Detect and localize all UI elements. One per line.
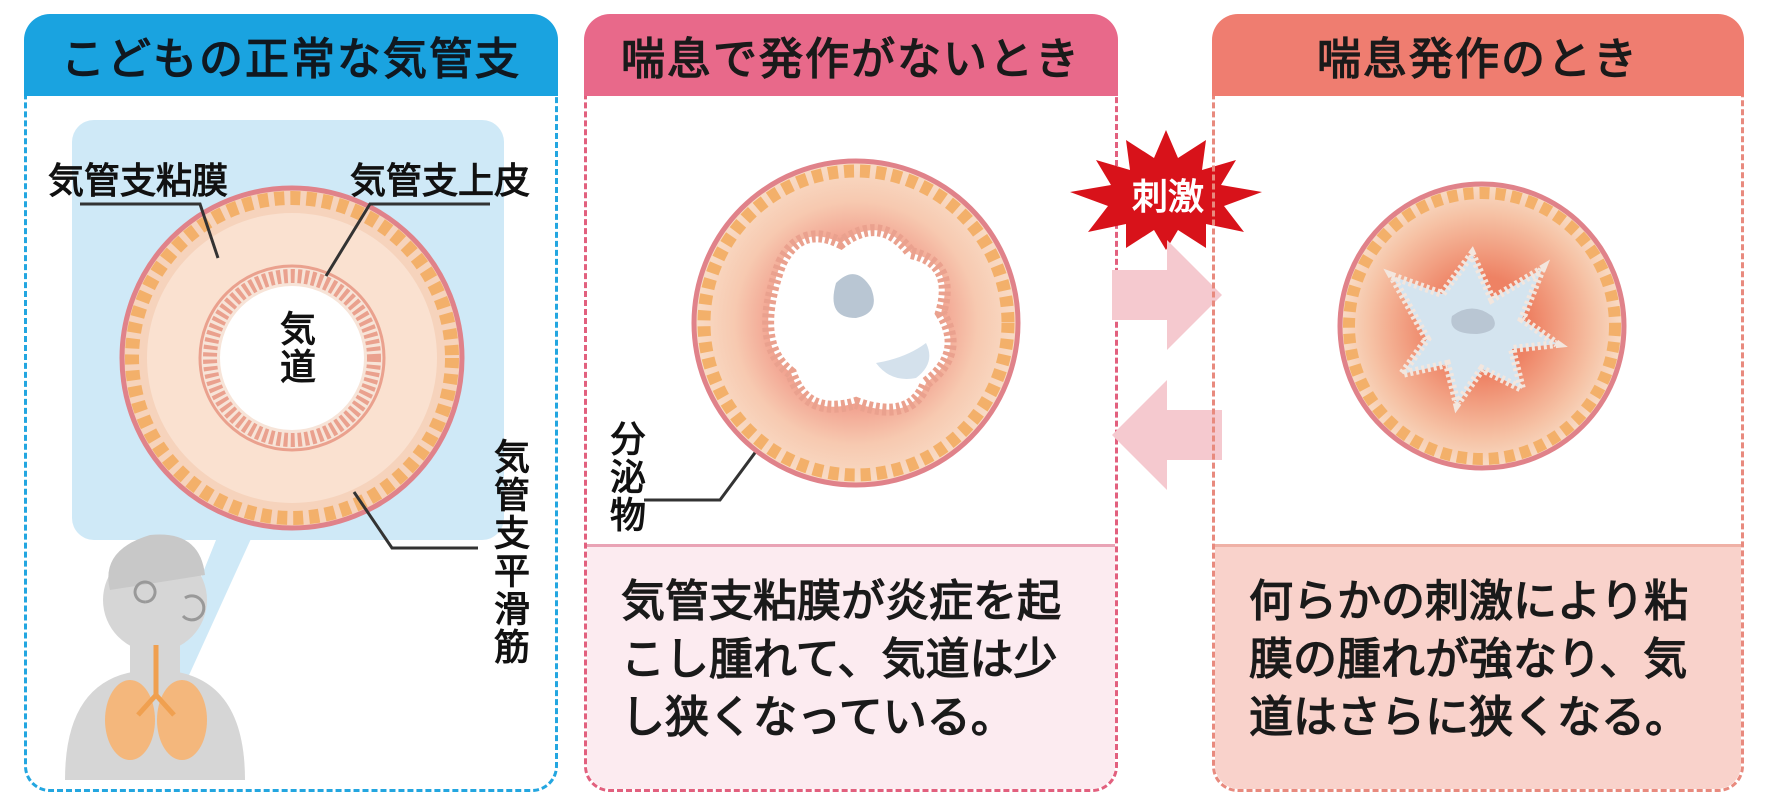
- constricted-bronchus-cross-section: [1337, 181, 1627, 471]
- panel-frame: [24, 72, 558, 792]
- smooth-muscle-label: 気管支平滑筋: [488, 438, 529, 666]
- inflamed-bronchus-cross-section: [691, 158, 1021, 488]
- panel-description: 何らかの刺激により粘膜の腫れが強なり、気道はさらに狭くなる。: [1215, 544, 1741, 789]
- arrow-left-icon: [1112, 380, 1222, 490]
- panel-title: 喘息発作のとき: [1212, 14, 1744, 96]
- normal-bronchus-panel: こどもの正常な気管支: [24, 14, 558, 792]
- secretion-label: 分泌物: [604, 420, 645, 534]
- panel-title: 喘息で発作がないとき: [584, 14, 1118, 96]
- arrow-right-icon: [1112, 240, 1222, 350]
- panel-description: 気管支粘膜が炎症を起こし腫れて、気道は少し狭くなっている。: [587, 544, 1115, 789]
- attack-panel: 喘息発作のとき 何らかの刺激により粘膜の腫れが強なり、気道はさらに狭くなる。: [1212, 14, 1744, 792]
- no-attack-panel: 喘息で発作がないとき 気管支粘膜が炎症を起こし腫れて、気道は少し狭くなっている。: [584, 14, 1118, 792]
- stimulus-label: 刺激: [1131, 177, 1204, 218]
- panel-frame: [1212, 72, 1744, 792]
- panel-title: こどもの正常な気管支: [24, 14, 558, 96]
- child-silhouette-icon: [65, 530, 255, 780]
- epithelium-label: 気管支上皮: [350, 161, 531, 202]
- mucosa-label: 気管支粘膜: [48, 161, 229, 202]
- airway-label: 気道: [274, 310, 315, 386]
